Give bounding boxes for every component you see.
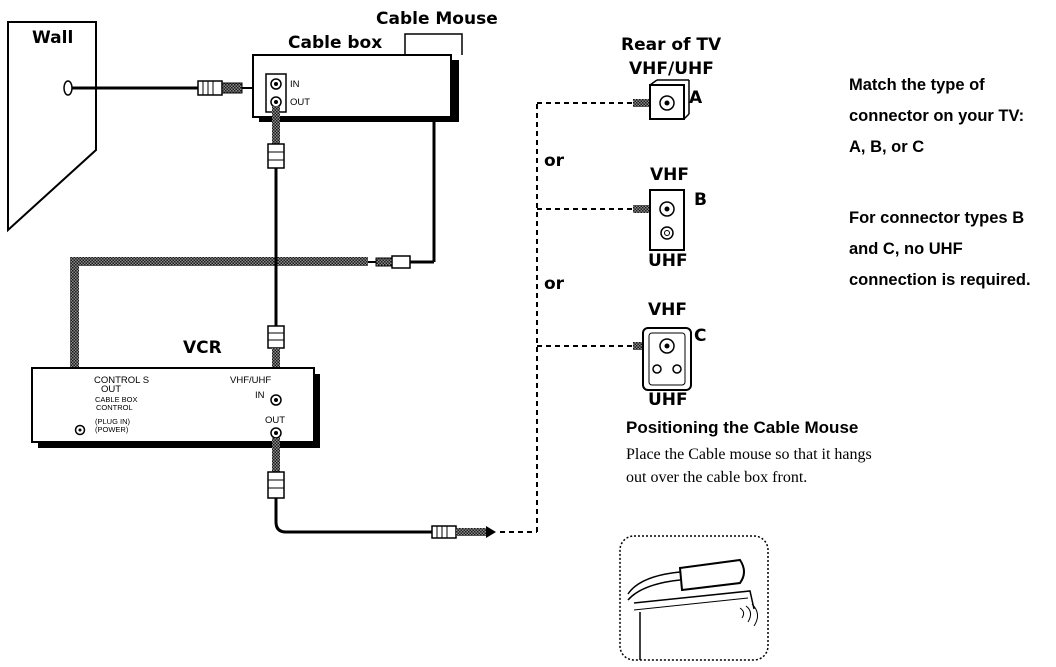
vcr-label: VCR [183,338,222,358]
cablebox-in-label: IN [290,79,300,90]
or-label-2: or [544,274,565,294]
vcr-vhf-uhf-label: VHF/UHF [230,375,272,386]
uhf-jack-icon [672,364,682,374]
connector-b [633,189,685,251]
positioning-body: Place the Cable mouse so that it hangs o… [626,446,872,486]
control-s-out-label: OUT [101,384,122,395]
connector-b-top-label: VHF [650,165,689,185]
vcr-out-label: OUT [265,415,286,426]
power-label: (POWER) [95,425,129,434]
rear-of-tv-label: Rear of TV [621,35,722,55]
connector-a-letter: A [689,88,703,108]
plug-in-label: (PLUG IN) [95,417,131,426]
wall-outlet-icon [63,80,73,96]
cable-mouse-label: Cable Mouse [376,9,498,29]
control-s-label: CONTROL S [94,375,150,386]
or-label-1: or [544,151,565,171]
connector-c-top-label: VHF [648,300,687,320]
vcr-in-label: IN [255,390,265,401]
cable-box-label: Cable box [288,33,383,53]
control-s-cable [70,257,368,424]
cable-box-control-label-2: CONTROL [96,403,133,412]
match-connector-note: Match the type of connector on your TV: … [849,76,1025,156]
cable-mouse-illustration [619,535,769,661]
vcr-to-tv-cable [267,438,496,539]
wall-to-cablebox-cable [72,80,268,96]
cablebox-out-label: OUT [290,97,311,108]
no-uhf-note: For connector types B and C, no UHF conn… [849,209,1031,289]
cable-box [252,54,459,122]
connector-a-top-label: VHF/UHF [629,59,714,79]
wall-panel [7,21,97,233]
connector-c [633,327,692,391]
uhf-jack-icon [652,364,662,374]
cablebox-to-vcr-cable [267,106,285,382]
connector-c-bottom-label: UHF [648,390,688,410]
wall-label: Wall [32,28,74,48]
cable-box-control-label-1: CABLE BOX [95,395,138,404]
vcr-unit [31,367,320,448]
cable-mouse-wire [368,33,463,269]
positioning-title: Positioning the Cable Mouse [626,418,859,437]
connector-b-letter: B [694,190,707,210]
dashed-connection-lines [500,102,633,533]
connector-c-letter: C [694,326,707,346]
connector-a [633,79,690,120]
connector-b-bottom-label: UHF [648,251,688,271]
